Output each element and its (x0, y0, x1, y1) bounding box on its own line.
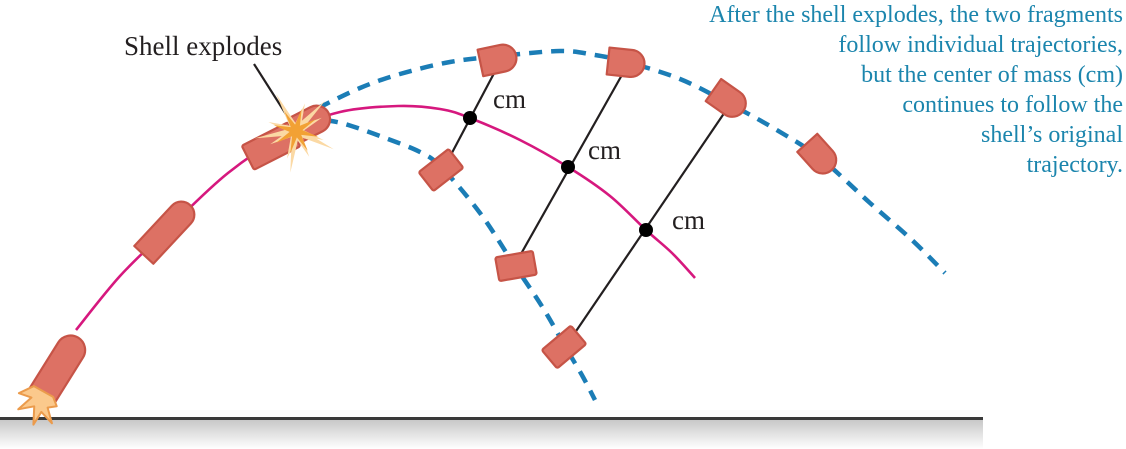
cm-dot (639, 223, 653, 237)
tail-fragment-sprite (541, 325, 587, 369)
caption-line: After the shell explodes, the two fragme… (709, 2, 1123, 28)
ground-shading (0, 420, 983, 449)
caption-line: but the center of mass (cm) (861, 62, 1123, 88)
fragment-connector-line (569, 105, 730, 341)
rocket-sprite (17, 334, 87, 426)
caption: After the shell explodes, the two fragme… (709, 0, 1123, 180)
tail-fragment-sprite (418, 148, 464, 192)
caption-line: trajectory. (1026, 152, 1123, 178)
nose-fragment-sprite (476, 43, 518, 78)
cm-dot (561, 160, 575, 174)
explosion-star-icon (273, 108, 319, 154)
shell-sprite (133, 200, 196, 265)
cm-label: cm (493, 84, 526, 114)
tail-fragment-sprite (494, 250, 538, 282)
cm-dot (463, 111, 477, 125)
shell-explodes-label: Shell explodes (124, 31, 283, 61)
caption-line: continues to follow the (902, 92, 1123, 118)
caption-line: follow individual trajectories, (838, 32, 1123, 58)
rocket-flame-icon (17, 385, 58, 426)
cm-label: cm (672, 205, 705, 235)
nose-fragment-sprite (796, 132, 838, 175)
nose-fragment-sprite (704, 77, 747, 118)
caption-line: shell’s original (981, 122, 1123, 148)
nose-fragment-sprite (605, 46, 646, 78)
cm-label: cm (588, 135, 621, 165)
